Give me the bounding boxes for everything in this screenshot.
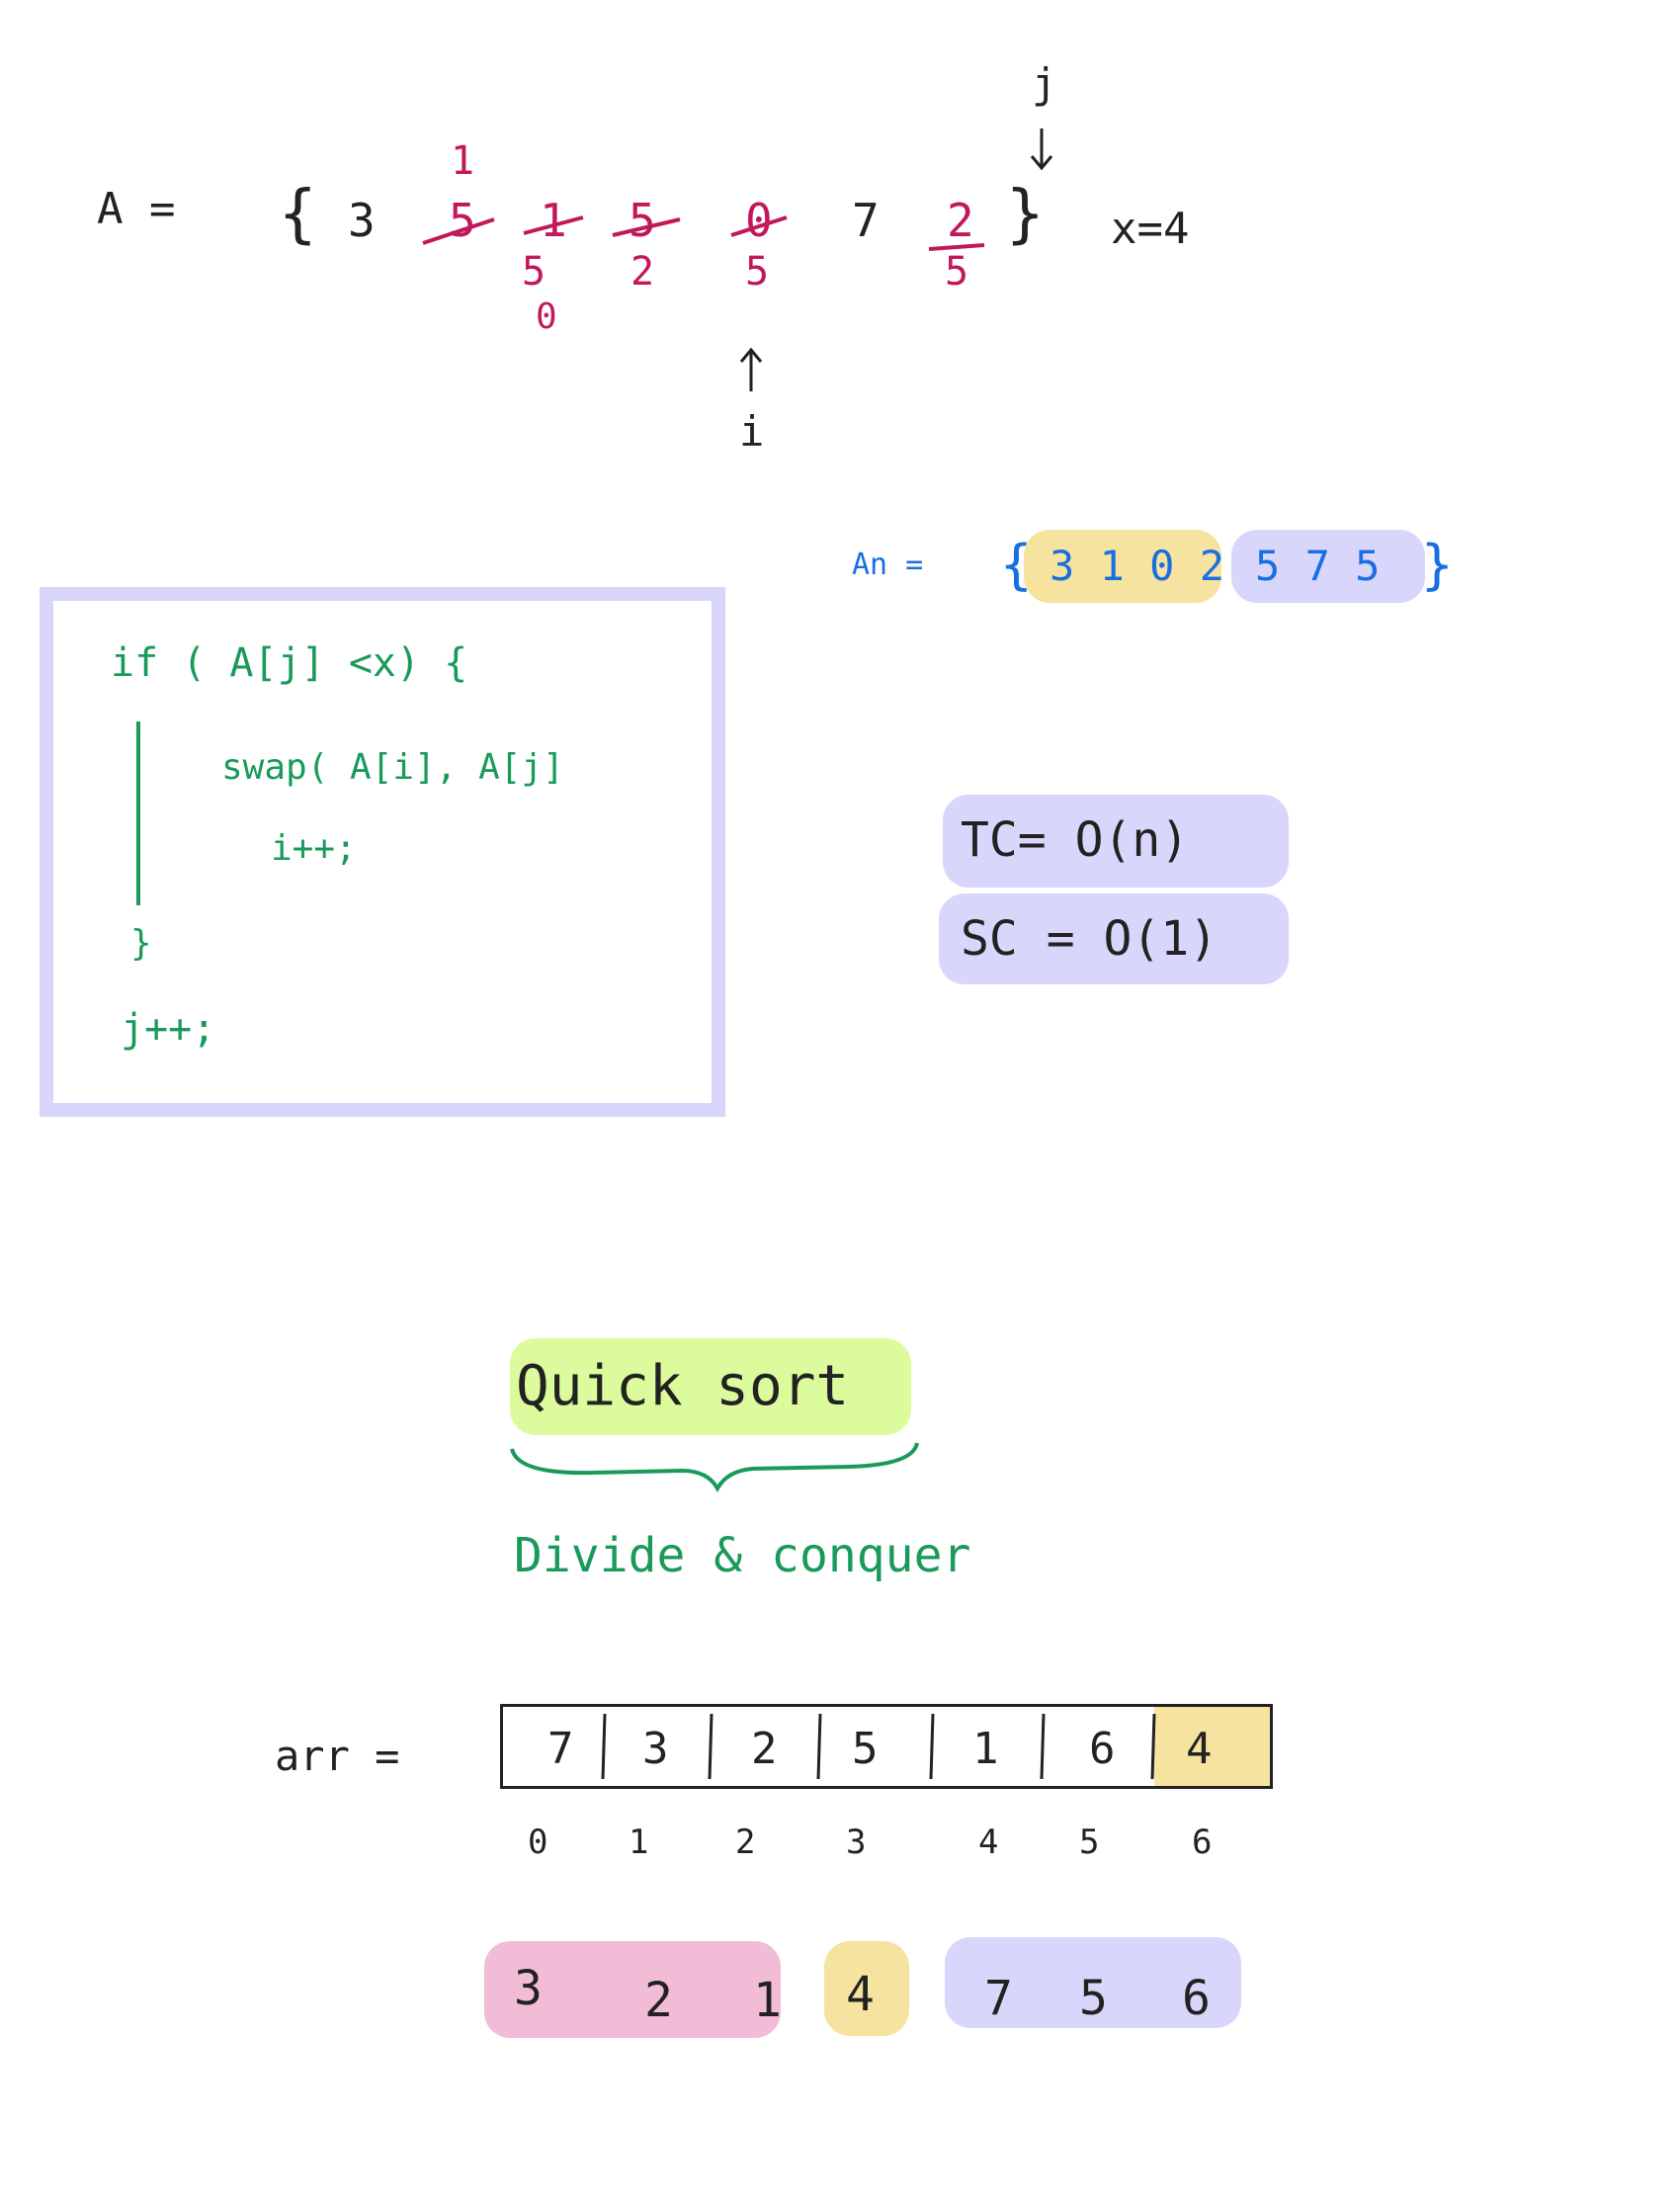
below-value: 5 <box>745 249 770 295</box>
right-partition-value: 5 <box>1079 1971 1108 2026</box>
up-arrow-icon <box>739 347 763 391</box>
arr-cell: 6 <box>1089 1724 1116 1774</box>
tc-highlight <box>943 795 1289 888</box>
code-line-swap: swap( A[i], A[j] <box>221 747 564 788</box>
space-complexity: SC = O(1) <box>961 911 1218 967</box>
quick-sort-subtitle: Divide & conquer <box>514 1528 971 1583</box>
pivot-value: 4 <box>846 1967 875 2022</box>
below-value: 5 <box>945 249 969 295</box>
answer-right-highlight <box>1231 530 1425 603</box>
below-value: 2 <box>630 249 655 295</box>
arr-index: 6 <box>1192 1823 1213 1862</box>
x-value: x=4 <box>1111 204 1190 254</box>
code-line-increment-j: j++; <box>121 1006 216 1052</box>
right-partition-value: 6 <box>1182 1971 1211 2026</box>
above-mark: 1 <box>451 138 475 184</box>
arr-pivot-cell-highlight <box>1154 1707 1270 1786</box>
i-pointer-label: i <box>739 407 765 456</box>
array-close-brace: } <box>1006 178 1045 251</box>
title-highlight <box>510 1338 911 1435</box>
array-element-crossed: 5 <box>449 194 476 247</box>
arr-cell: 1 <box>972 1724 999 1774</box>
right-partition-highlight <box>945 1937 1241 2028</box>
below-value: 0 <box>536 297 557 337</box>
below-value: 5 <box>522 249 546 295</box>
left-partition-value: 3 <box>514 1961 543 2016</box>
arr-index: 4 <box>978 1823 999 1862</box>
pivot-highlight <box>824 1941 909 2036</box>
arr-cell: 3 <box>642 1724 669 1774</box>
array-element-crossed: 0 <box>745 194 773 247</box>
sc-highlight <box>939 893 1289 984</box>
left-partition-value: 1 <box>753 1973 782 2028</box>
array-a-label: A = <box>97 184 176 234</box>
arr-cell: 4 <box>1186 1724 1213 1774</box>
arr-index: 5 <box>1079 1823 1100 1862</box>
arr-index: 2 <box>735 1823 756 1862</box>
arr-index: 1 <box>629 1823 649 1862</box>
j-pointer-label: j <box>1032 59 1057 108</box>
code-box <box>40 587 725 1117</box>
arr-cell: 2 <box>751 1724 778 1774</box>
left-partition-value: 2 <box>644 1973 673 2028</box>
answer-close-brace: } <box>1421 534 1454 596</box>
answer-left-highlight <box>1024 530 1221 603</box>
arr-box <box>500 1704 1273 1789</box>
answer-right-group: 5 7 5 <box>1255 542 1381 590</box>
array-open-brace: { <box>279 178 317 251</box>
code-line-increment-i: i++; <box>271 828 357 869</box>
right-partition-value: 7 <box>984 1971 1013 2026</box>
code-line-close: } <box>130 923 152 964</box>
array-element-crossed: 1 <box>540 194 567 247</box>
code-line-if: if ( A[j] <x) { <box>111 640 468 686</box>
arr-cell: 7 <box>547 1724 574 1774</box>
array-element: 7 <box>852 194 880 247</box>
arr-index: 0 <box>528 1823 548 1862</box>
down-arrow-icon <box>1030 128 1053 171</box>
arr-label: arr = <box>275 1732 400 1780</box>
answer-left-group: 3 1 0 2 <box>1050 542 1225 590</box>
array-element-crossed: 5 <box>629 194 656 247</box>
quick-sort-title: Quick sort <box>516 1354 850 1418</box>
time-complexity: TC= O(n) <box>961 812 1190 868</box>
arr-cell: 5 <box>852 1724 879 1774</box>
arr-index: 3 <box>846 1823 867 1862</box>
array-element-crossed: 2 <box>947 194 974 247</box>
array-element: 3 <box>348 194 376 247</box>
left-partition-highlight <box>484 1941 781 2038</box>
answer-label: An = <box>852 548 924 582</box>
